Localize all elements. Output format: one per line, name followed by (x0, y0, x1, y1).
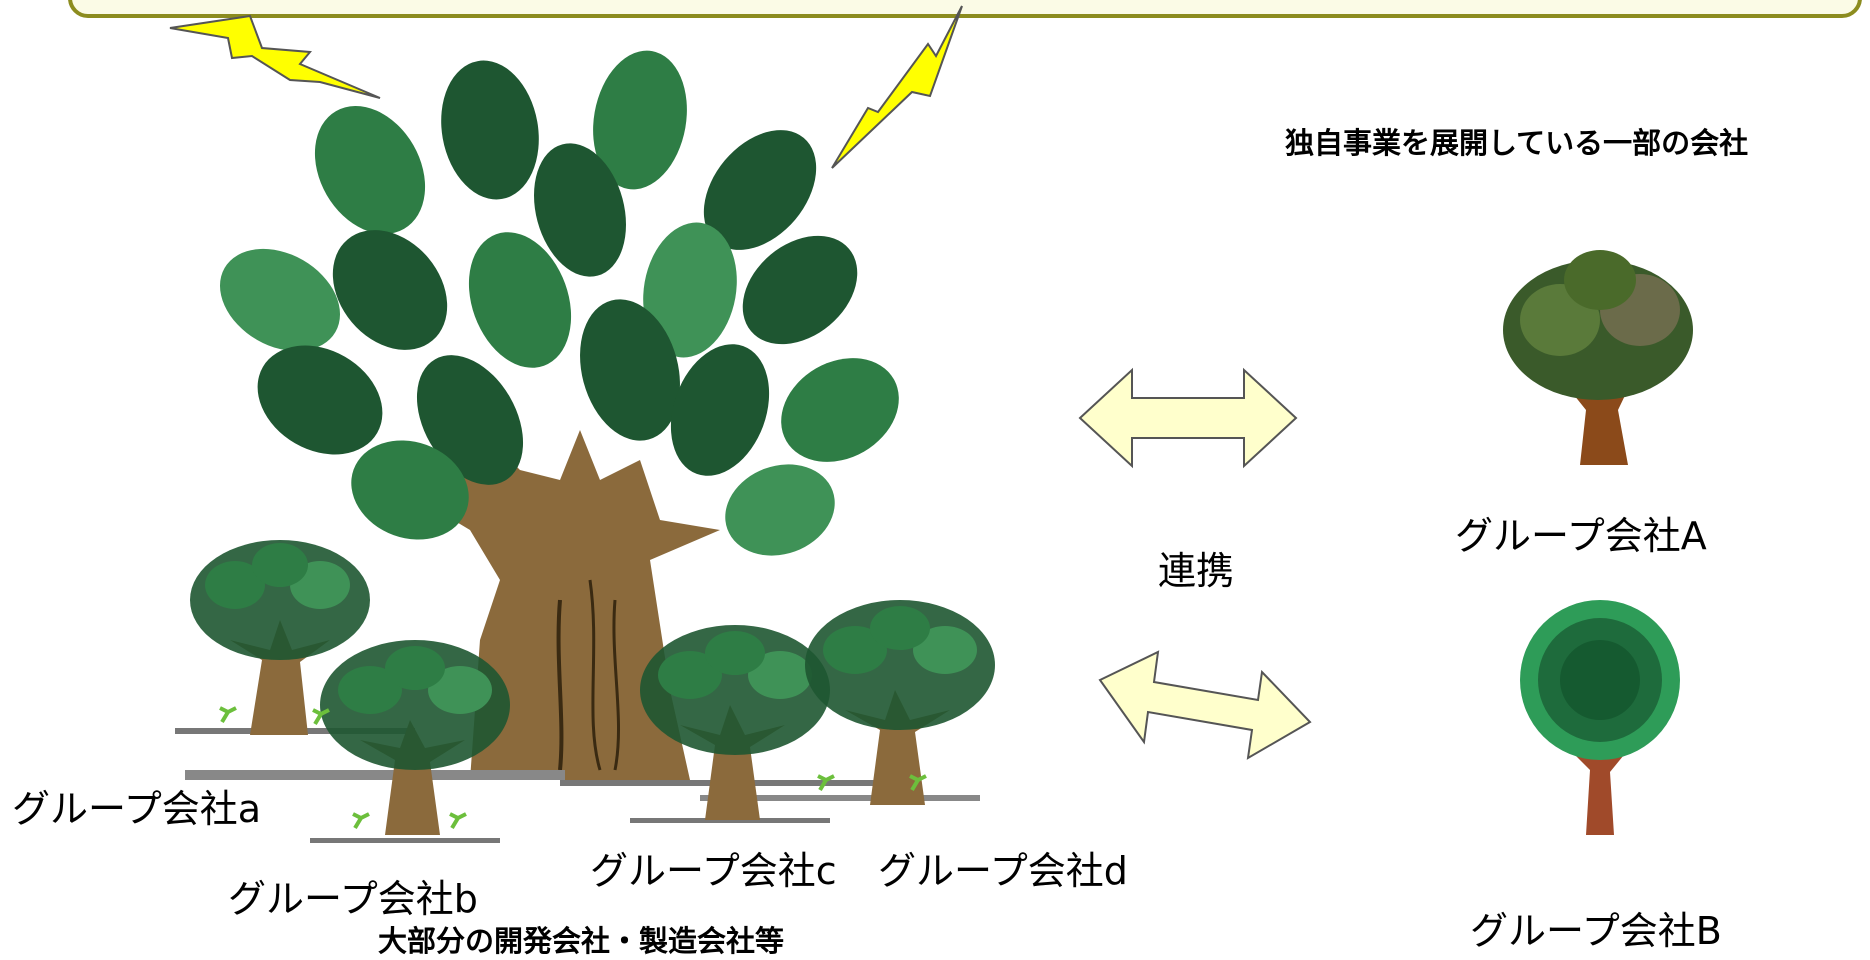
leaf (725, 464, 835, 556)
lightning-bolt-right (831, 5, 963, 169)
seedling (219, 706, 237, 724)
company-label-d: グループ会社d (878, 849, 1128, 893)
double-arrow-bottom (1098, 650, 1312, 760)
seedling (909, 774, 927, 792)
seedling (449, 812, 467, 830)
seedling (817, 774, 835, 792)
leaf (428, 666, 492, 714)
trunk-line (556, 599, 564, 771)
relation-label: 連携 (1158, 549, 1235, 593)
seedling (352, 812, 370, 830)
top-right-note: 独自事業を展開している一部の会社 (1285, 126, 1749, 160)
company-tree-B (1520, 600, 1680, 835)
small-tree-b (320, 640, 510, 835)
leaf (658, 651, 722, 699)
leaf (205, 561, 265, 609)
tree-B-canopy-core (1560, 640, 1640, 720)
leaf (533, 143, 627, 277)
leaf (593, 50, 687, 190)
tree-A-trunk (1570, 360, 1630, 465)
company-tree-A (1503, 250, 1693, 465)
trunk-line (588, 579, 602, 771)
leaf (703, 130, 817, 250)
leaf (781, 358, 899, 462)
leaf (314, 106, 426, 234)
seedlings (219, 706, 927, 830)
company-label-c: グループ会社c (590, 849, 837, 893)
leaf (416, 355, 524, 485)
leaf (332, 230, 448, 350)
leaf (441, 60, 539, 200)
leaf (257, 345, 383, 455)
company-label-a: グループ会社a (12, 787, 262, 831)
company-label-B: グループ会社B (1470, 909, 1722, 953)
company-label-A: グループ会社A (1455, 514, 1707, 558)
main-tree (219, 50, 899, 780)
leaf (913, 626, 977, 674)
leaf (742, 235, 858, 345)
lightning-bolt-left (169, 14, 381, 99)
leaf (252, 543, 308, 587)
leaf (870, 606, 930, 650)
leaf (823, 626, 887, 674)
leaf (219, 248, 341, 352)
leaf (670, 344, 770, 476)
company-label-b: グループ会社b (228, 877, 478, 921)
ground-strip (630, 818, 830, 823)
leaf (705, 631, 765, 675)
leaf (338, 666, 402, 714)
leaf (385, 646, 445, 690)
seedling (312, 708, 330, 726)
bottom-caption: 大部分の開発会社・製造会社等 (378, 924, 785, 958)
small-tree-d (805, 600, 995, 805)
main-tree-leaves (219, 50, 899, 556)
small-tree-c (640, 625, 830, 820)
leaf (351, 440, 469, 540)
small-tree-a (190, 540, 370, 735)
ground-strip (185, 770, 565, 780)
trunk-line (612, 599, 620, 771)
double-arrow-top (1078, 367, 1298, 469)
leaf (1564, 250, 1636, 310)
leaf (643, 222, 737, 358)
leaf (468, 232, 572, 368)
ground-strip (700, 795, 980, 801)
top-banner (68, 0, 1862, 18)
leaf (580, 299, 680, 441)
leaf (748, 651, 812, 699)
ground-strip (310, 838, 500, 843)
